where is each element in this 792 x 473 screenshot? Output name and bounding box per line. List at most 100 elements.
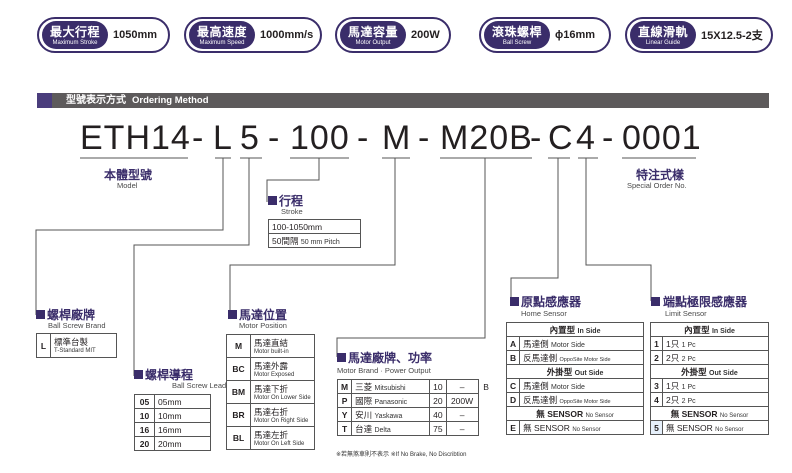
home-none-header: 無 SENSOR No Sensor bbox=[505, 406, 645, 421]
limit-code: 3 bbox=[650, 378, 663, 393]
motor-brand: 三菱 Mitsubishi bbox=[351, 379, 431, 394]
limit-none-sub: No Sensor bbox=[719, 412, 749, 419]
table-row: 內置型 In Side bbox=[505, 322, 645, 337]
lead-value: 16mm bbox=[154, 422, 211, 437]
limit-code: 4 bbox=[650, 392, 663, 407]
home-in-header: 內置型 In Side bbox=[505, 322, 645, 337]
limit-value-zh: 1只 bbox=[666, 380, 680, 391]
limit-none-zh: 無 bbox=[670, 408, 680, 419]
position-value-zh: 馬達外露 bbox=[254, 360, 289, 371]
motor-marker bbox=[337, 353, 346, 362]
special-label: 特注式樣 bbox=[636, 168, 685, 182]
spec-value: 1000mm/s bbox=[260, 29, 314, 41]
motor-power-code: 20 bbox=[429, 393, 447, 408]
home-marker bbox=[510, 297, 519, 306]
motor-power-code: 10 bbox=[429, 379, 447, 394]
position-value-en: Motor Exposed bbox=[254, 371, 295, 378]
code-dash: - bbox=[268, 119, 281, 157]
home-value: 馬達側 Motor Side bbox=[519, 336, 645, 351]
home-code: C bbox=[505, 378, 521, 393]
home-code: D bbox=[505, 392, 521, 407]
spec-label-en: Maximum Stroke bbox=[52, 39, 98, 46]
position-value-zh: 馬達右折 bbox=[254, 406, 289, 417]
limit-value: 1只 1 Pc bbox=[662, 336, 769, 351]
home-out-header: 外掛型 Out Side bbox=[505, 364, 645, 379]
home-code: E bbox=[505, 420, 521, 435]
code-home-sensor: C bbox=[548, 119, 574, 157]
code-dash: - bbox=[530, 119, 543, 157]
spec-label-en: Ball Screw bbox=[502, 39, 532, 46]
home-value-en: Motor Side bbox=[551, 383, 585, 391]
motor-brand-en: Panasonic bbox=[374, 398, 408, 406]
motor-code: T bbox=[336, 421, 353, 436]
lead-marker bbox=[134, 370, 143, 379]
stroke-table: 100-1050mm 50間隔 50 mm Pitch bbox=[268, 219, 361, 248]
limit-value-sub: No Sensor bbox=[715, 426, 744, 433]
home-value-zh: 無 bbox=[523, 422, 532, 433]
stroke-label: 行程 bbox=[279, 194, 304, 208]
code-stroke: 100 bbox=[290, 119, 350, 157]
motor-brake-note: ※若無煞車則不表示 ※If No Brake, No Discribtion bbox=[336, 452, 467, 458]
table-row: 外掛型 Out Side bbox=[650, 364, 769, 379]
home-value-zh: 馬達側 bbox=[523, 380, 549, 391]
lead-value: 05mm bbox=[154, 394, 211, 409]
position-value-zh: 馬達左折 bbox=[254, 429, 289, 440]
limit-value-zh: 無 bbox=[666, 422, 675, 433]
lead-code: 10 bbox=[134, 408, 155, 423]
lead-code: 05 bbox=[134, 394, 155, 409]
limit-value: 無 SENSOR No Sensor bbox=[662, 420, 769, 435]
home-label: 原點感應器 bbox=[521, 295, 582, 309]
code-dash: - bbox=[602, 119, 615, 157]
stroke-label-en: Stroke bbox=[281, 207, 303, 216]
position-code: BR bbox=[226, 403, 251, 427]
motor-label-en: Motor Brand · Power Output bbox=[337, 366, 431, 375]
limit-in-header-en: In Side bbox=[711, 327, 735, 335]
motor-power-code: 40 bbox=[429, 407, 447, 422]
motor-power: – bbox=[445, 407, 479, 422]
stroke-range: 100-1050mm bbox=[268, 219, 361, 234]
home-in-header-zh: 內置型 bbox=[549, 324, 576, 335]
limit-value-zh: 2只 bbox=[666, 352, 680, 363]
stroke-pitch-zh: 50間隔 bbox=[272, 235, 299, 246]
spec-label-en: Maximum Speed bbox=[199, 39, 245, 46]
home-none-zh: 無 bbox=[536, 408, 545, 419]
section-marker bbox=[37, 93, 52, 108]
motor-code: M bbox=[336, 379, 353, 394]
home-value: 無 SENSOR No Sensor bbox=[519, 420, 645, 435]
brand-marker bbox=[36, 310, 45, 319]
section-title-zh: 型號表示方式 bbox=[66, 95, 126, 106]
home-value-zh: 反馬達側 bbox=[523, 352, 558, 363]
motor-code: Y bbox=[336, 407, 353, 422]
special-label-en: Special Order No. bbox=[627, 181, 687, 190]
limit-label: 端點極限感應器 bbox=[663, 295, 748, 309]
home-value-en: Motor Side bbox=[551, 341, 585, 349]
limit-code: 1 bbox=[650, 336, 663, 351]
position-code: BL bbox=[226, 426, 251, 450]
motor-brand-zh: 台達 bbox=[355, 423, 373, 434]
spec-value: ϕ16mm bbox=[555, 29, 596, 41]
lead-label: 螺桿導程 bbox=[145, 368, 194, 382]
code-dash: - bbox=[418, 119, 431, 157]
limit-value-en: 2 Pc bbox=[681, 355, 696, 363]
